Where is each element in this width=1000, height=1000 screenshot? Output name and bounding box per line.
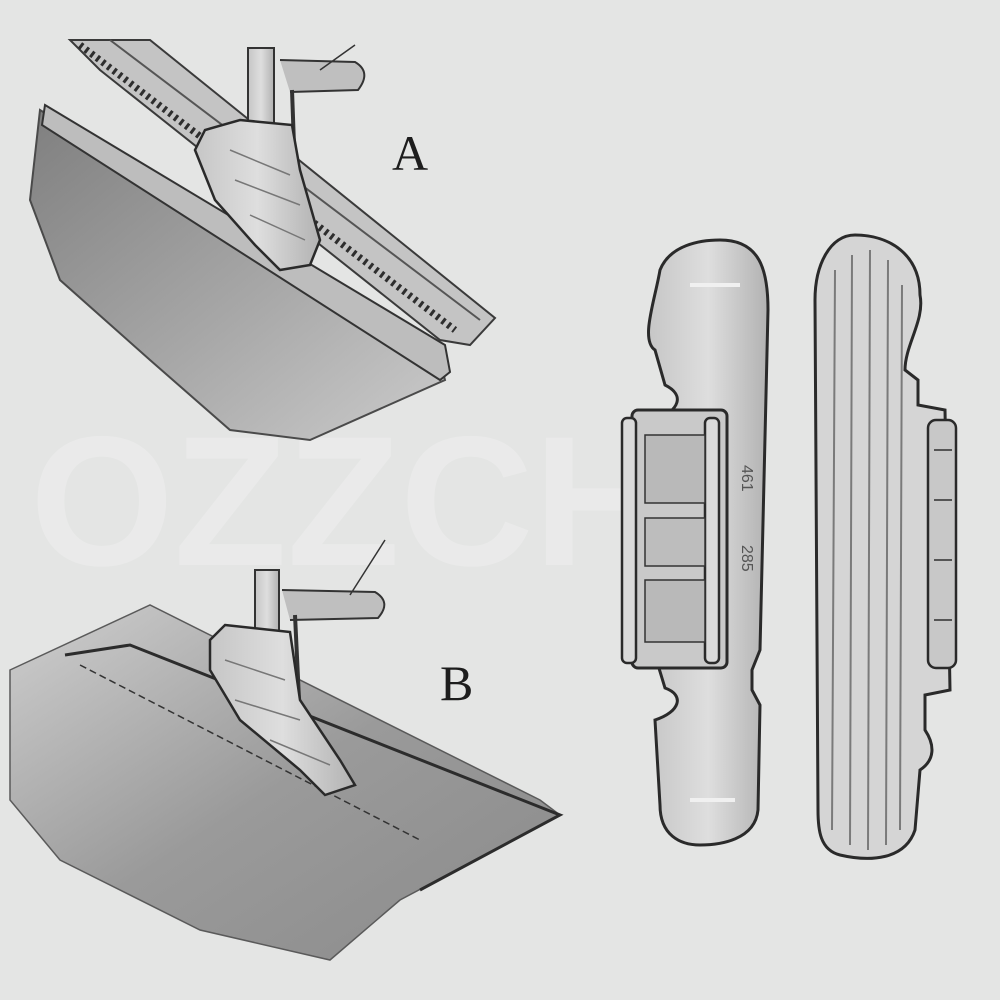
foot-marking-line2: 285: [738, 545, 755, 572]
figure-b-fabric: [9, 604, 562, 961]
zipper-foot-side-view: [813, 233, 958, 860]
label-a: A: [392, 125, 429, 181]
label-b: B: [440, 655, 474, 711]
foot-marking-line1: 461: [738, 465, 755, 492]
foot-side-body: [813, 233, 952, 860]
figure-b-drawing: [9, 539, 564, 961]
figure-a-hem: [40, 103, 452, 382]
figure-b-seam: [64, 643, 564, 892]
watermark: OZZCH: [30, 399, 667, 605]
figure-a-drawing: [28, 39, 497, 442]
zipper-foot-front-view: 461 285: [620, 238, 770, 847]
figure-a-zipper-teeth: [77, 42, 458, 333]
